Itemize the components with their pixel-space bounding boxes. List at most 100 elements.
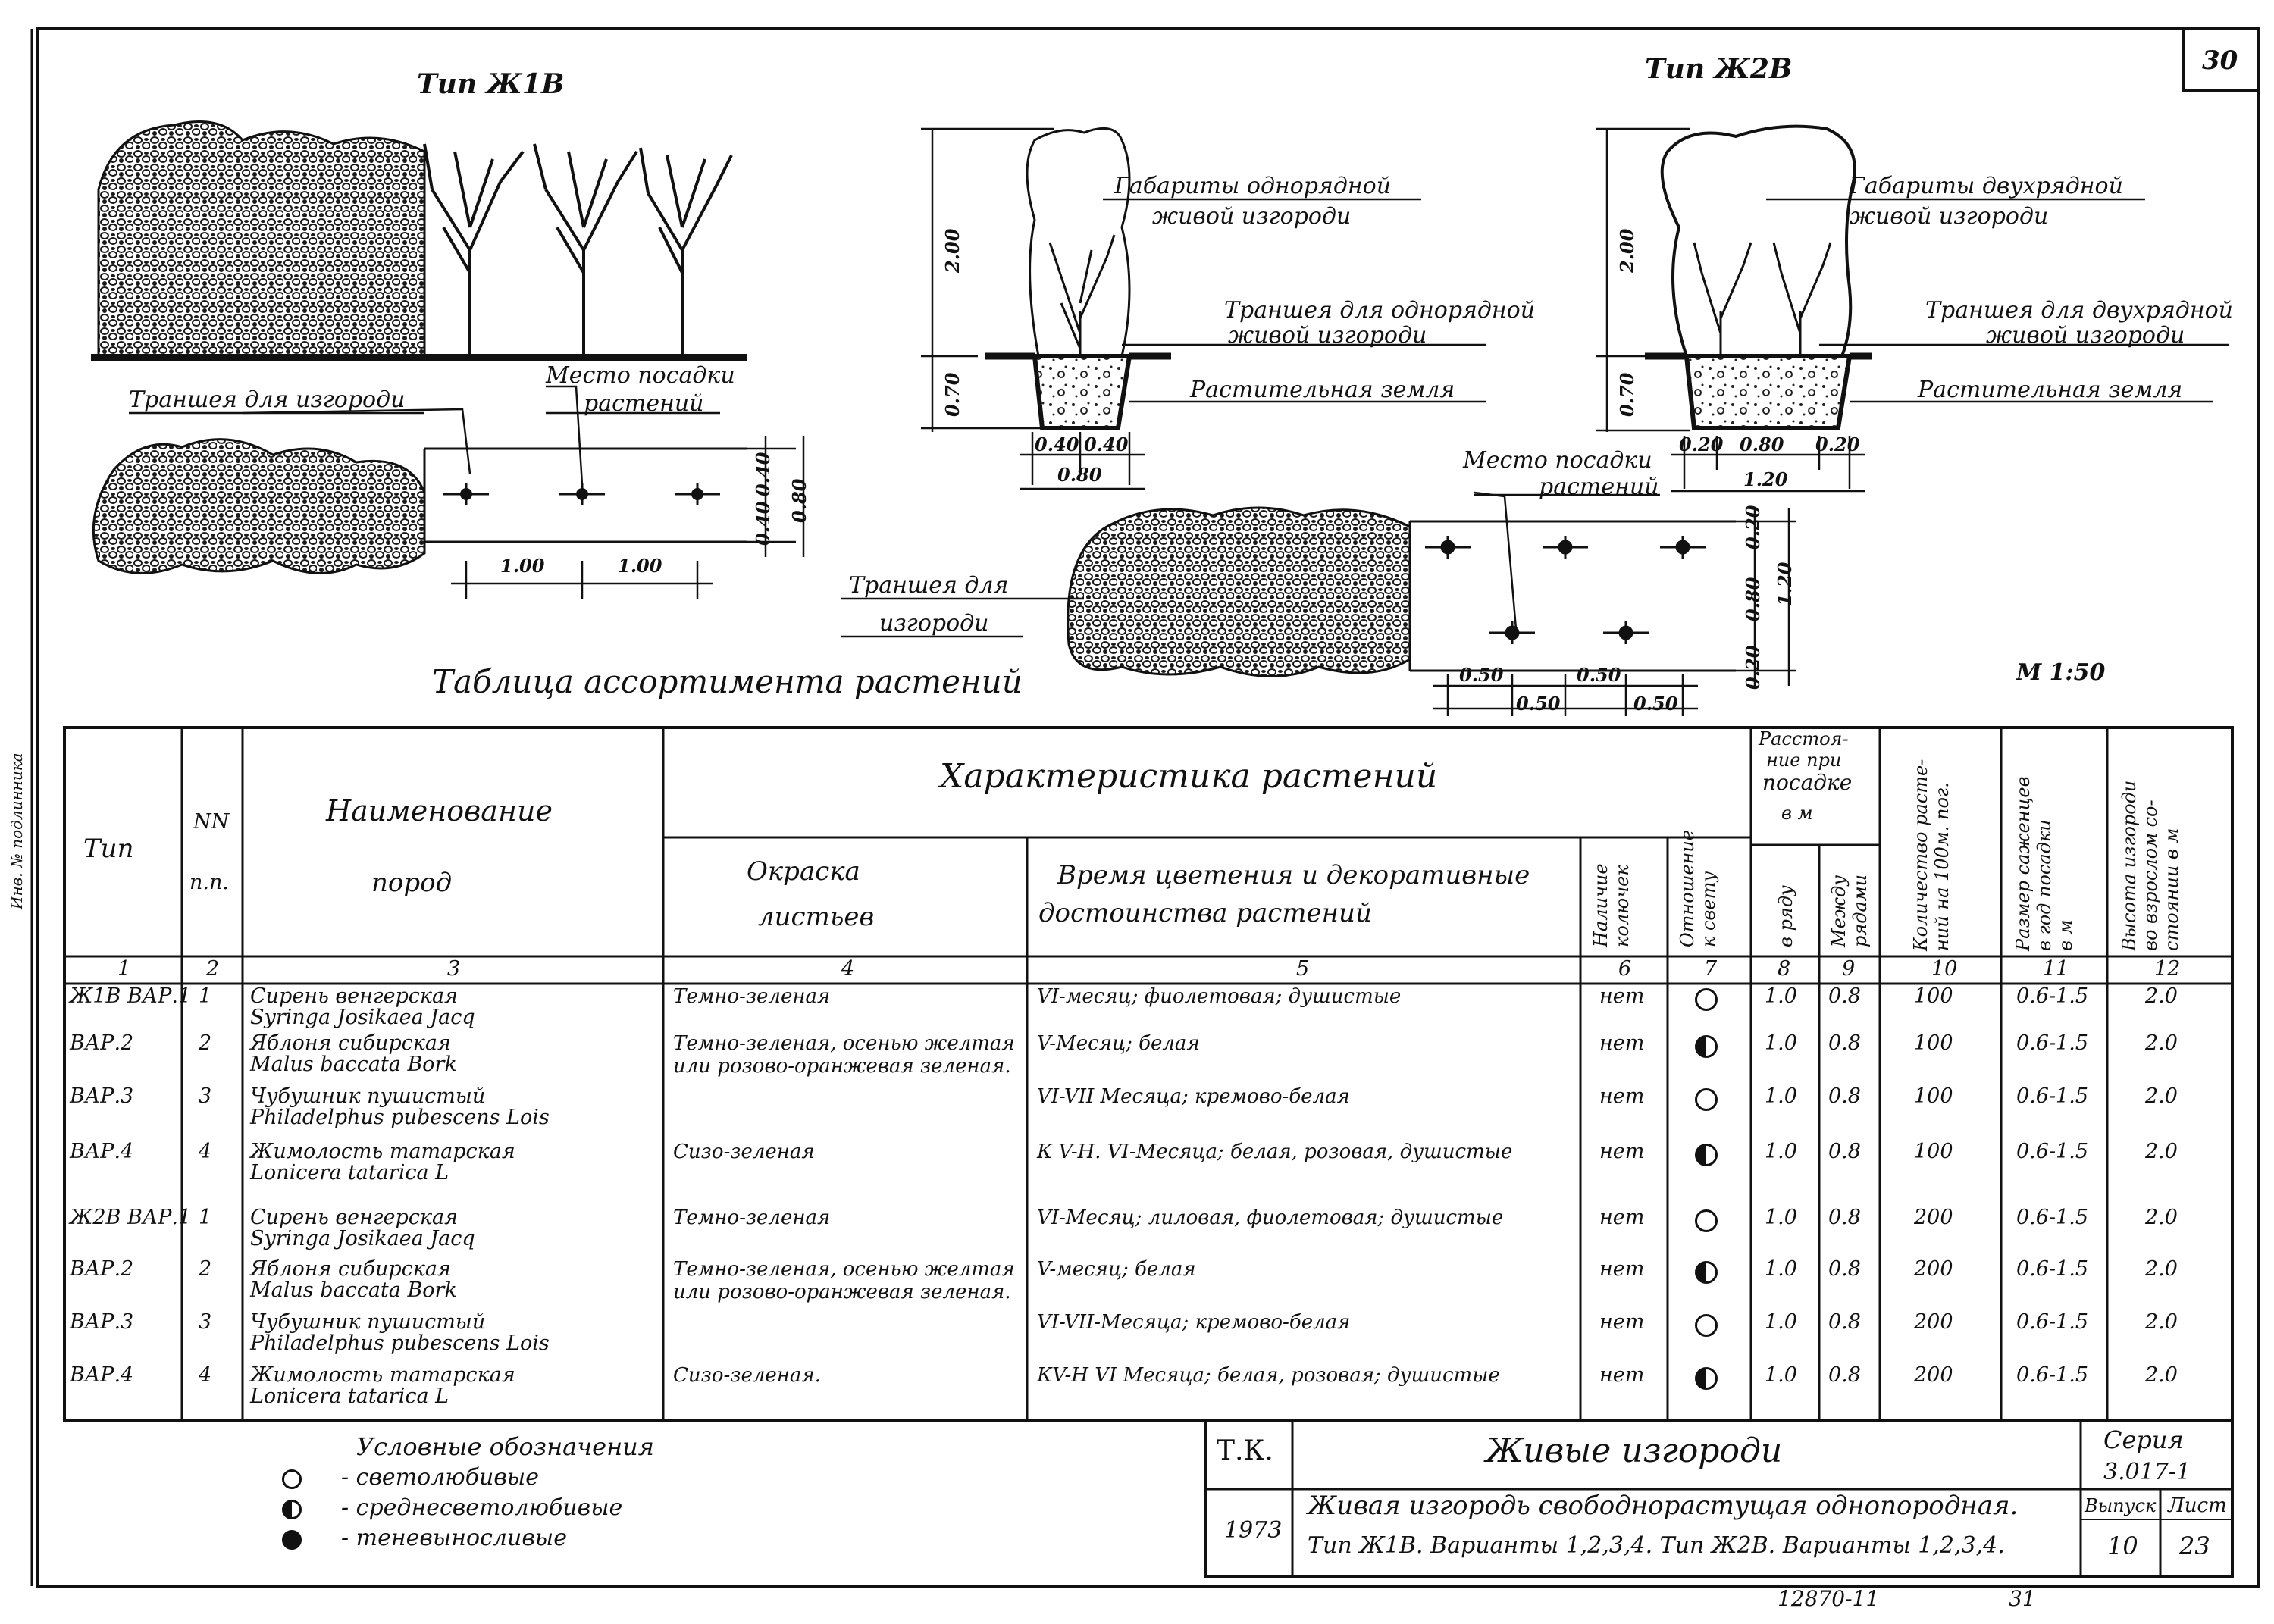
light-symbol-medium	[1695, 1261, 1718, 1284]
cell-size: 0.6-1.5	[2016, 984, 2089, 1008]
cell-type: ВАР.2	[70, 1257, 134, 1281]
hdr-distance-3: посадке	[1762, 770, 1853, 795]
plan2-hdim-bottom-2: 0.50	[1633, 693, 1678, 715]
light-symbol-medium	[1695, 1367, 1718, 1390]
two-row-section	[1596, 124, 2229, 493]
cell-thorns: нет	[1599, 1363, 1645, 1387]
single-trench-2: живой изгороди	[1228, 322, 1427, 349]
cell-qty: 100	[1914, 1084, 1953, 1108]
tree-2	[533, 143, 638, 356]
two-row-plan-shrubs	[1067, 506, 1411, 677]
cell-n: 1	[199, 1206, 212, 1229]
plan2-vtotal: 1.20	[1774, 562, 1796, 606]
plan2-hdim-top-1: 0.50	[1459, 664, 1504, 686]
col-number-1: 1	[117, 957, 131, 981]
single-gabarit-1: Габариты однорядной	[1114, 173, 1392, 199]
footer-code: 12870-11	[1778, 1586, 1880, 1611]
stamp-tk: Т.К.	[1217, 1435, 1273, 1466]
cell-thorns: нет	[1599, 1031, 1645, 1055]
plan2-vdim-3: 0.20	[1742, 645, 1764, 690]
cell-in-row: 1.0	[1765, 1310, 1797, 1334]
hdr-distance-4: в м	[1781, 803, 1813, 824]
footer-page: 31	[2009, 1586, 2036, 1611]
two-row-trench	[1684, 354, 1853, 430]
plan2-vdim-2: 0.80	[1742, 577, 1764, 621]
legend-symbol-shade	[282, 1530, 302, 1550]
cell-latin: Lonicera tatarica L	[250, 1161, 449, 1184]
type2-gabarit-2: живой изгороди	[1850, 203, 2049, 230]
cell-thorns: нет	[1599, 984, 1645, 1008]
hdr-name-1: Наименование	[326, 794, 553, 828]
type2-gabarit-1: Габариты двухрядной	[1850, 173, 2123, 199]
col-number-11: 11	[2043, 957, 2069, 981]
cell-qty: 200	[1914, 1257, 1953, 1281]
cell-qty: 100	[1914, 1140, 1953, 1163]
cell-thorns: нет	[1599, 1084, 1645, 1108]
type2-soil: Растительная земля	[1918, 377, 2183, 403]
hdr-qty: Количество расте-ний на 100м. пог.	[1910, 759, 1953, 951]
stamp-grid	[1204, 1419, 2234, 1578]
stamp-series-value: 3.017-1	[2103, 1459, 2191, 1485]
cell-size: 0.6-1.5	[2016, 1257, 2089, 1281]
cell-leaf: Темно-зеленая	[673, 985, 831, 1008]
cell-leaf: Темно-зеленая	[673, 1206, 831, 1229]
stamp-series-label: Серия	[2103, 1425, 2184, 1454]
two-row-shrubs	[1693, 242, 1832, 371]
single-dim-bottom-2: 0.40	[1084, 433, 1129, 455]
plan2-hdim-top-2: 0.50	[1577, 664, 1621, 686]
cell-n: 3	[199, 1310, 212, 1334]
cell-bloom: К V-Н. VI-Месяца; белая, розовая, душист…	[1037, 1141, 1513, 1163]
plan2-planting-2: растений	[1539, 474, 1659, 500]
cell-type: ВАР.3	[70, 1310, 134, 1334]
stamp-title: Живые изгороди	[1486, 1432, 1783, 1470]
stamp-issue-label: Выпуск	[2084, 1495, 2157, 1516]
two-row-plan-dimensions	[1433, 508, 1796, 716]
cell-qty: 200	[1914, 1363, 1953, 1387]
leader-planting-type2	[1474, 491, 1518, 630]
cell-type: Ж1В ВАР.1	[70, 984, 192, 1008]
single-height-top: 2.00	[941, 228, 963, 273]
cell-type: ВАР.4	[70, 1140, 134, 1163]
hdr-height-3: стоянии в м	[2161, 828, 2182, 951]
cell-n: 3	[199, 1084, 212, 1108]
col-number-6: 6	[1618, 957, 1632, 981]
cell-between: 0.8	[1828, 1363, 1861, 1387]
cell-height: 2.0	[2145, 984, 2178, 1008]
cell-size: 0.6-1.5	[2016, 1206, 2089, 1229]
cell-bloom: VI-Месяц; лиловая, фиолетовая; душистые	[1037, 1206, 1504, 1229]
single-gabarit-2: живой изгороди	[1152, 203, 1352, 230]
cell-leaf: Сизо-зеленая.	[673, 1364, 821, 1387]
cell-in-row: 1.0	[1765, 984, 1797, 1008]
cell-thorns: нет	[1599, 1140, 1645, 1163]
cell-name: Чубушник пушистый	[250, 1310, 486, 1334]
cell-type: Ж2В ВАР.1	[70, 1206, 192, 1229]
hdr-thorns-1: Наличие	[1590, 863, 1612, 947]
cell-size: 0.6-1.5	[2016, 1310, 2089, 1334]
plan2-trench-1: Траншея для	[849, 572, 1009, 599]
single-trench-1: Траншея для однорядной	[1224, 297, 1536, 324]
cell-bloom: КV-Н VI Месяца; белая, розовая; душистые	[1037, 1364, 1500, 1387]
hdr-height-1: Высота изгороди	[2119, 780, 2140, 951]
hdr-light-2: к свету	[1698, 871, 1719, 947]
stamp-description-1: Живая изгородь свободнорастущая однопоро…	[1308, 1491, 2019, 1521]
two-row-gabarit	[1660, 124, 1856, 357]
cell-latin: Syringa Josikaea Jacq	[250, 1227, 475, 1250]
cell-n: 4	[199, 1140, 212, 1163]
light-symbol-light	[1695, 1209, 1718, 1232]
single-row-section	[921, 127, 1486, 490]
hdr-size-1: Размер саженцев	[2012, 776, 2034, 951]
plan2-trench-2: изгороди	[879, 610, 989, 637]
sheet-number-box	[2182, 27, 2260, 92]
cell-leaf: Темно-зеленая, осенью желтая или розово-…	[673, 1032, 1015, 1078]
col-number-5: 5	[1296, 957, 1310, 981]
cell-in-row: 1.0	[1765, 1363, 1797, 1387]
type1-dim-offset-top: 0.40	[752, 452, 774, 496]
hdr-distance-2: ние при	[1766, 749, 1842, 771]
type1-planting-label-1: Место посадки	[546, 362, 735, 389]
two-row-plan	[841, 491, 1796, 716]
